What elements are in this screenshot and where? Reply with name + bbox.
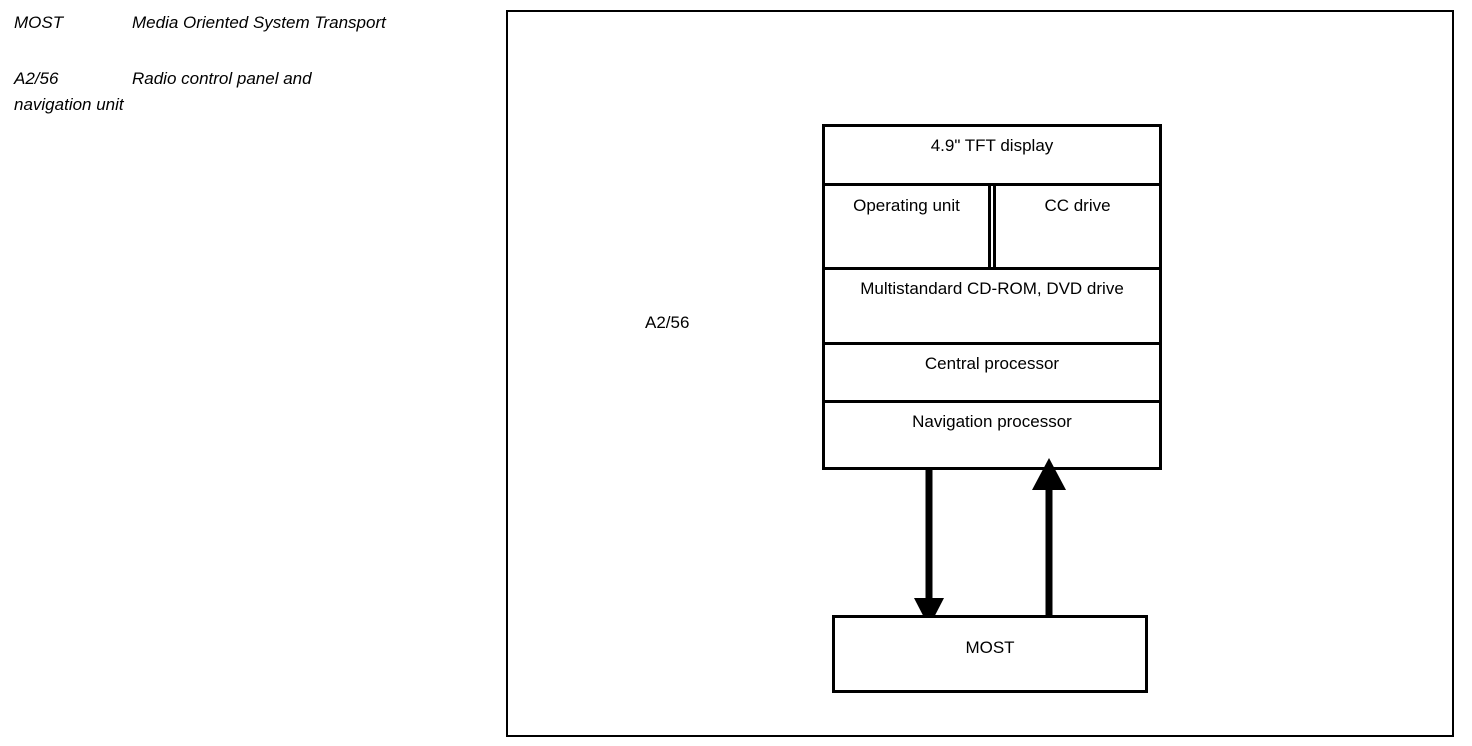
legend-item-a256: A2/56 Radio control panel and navigation… [14,66,484,118]
unit-label-a256: A2/56 [645,313,690,332]
legend-key-a256: A2/56 [14,69,59,88]
legend: MOST Media Oriented System Transport A2/… [14,10,484,148]
unit-stack: 4.9" TFT display Operating unit CC drive… [822,124,1162,470]
stack-cell-cc-drive: CC drive [993,186,1159,267]
stack-cell-operating-unit: Operating unit [825,186,991,267]
stack-row-central-processor: Central processor [825,345,1159,403]
stack-row-navigation-processor: Navigation processor [912,412,1072,431]
stack-row-tft-display: 4.9" TFT display [825,127,1159,186]
legend-description-a256: Radio control panel and navigation unit [14,69,312,114]
legend-description-most: Media Oriented System Transport [132,13,386,32]
arrow-down-icon [914,470,944,627]
legend-key-most: MOST [14,13,64,32]
stack-row-cdrom-dvd-drive: Multistandard CD-ROM, DVD drive [825,270,1159,345]
diagram-frame: A2/56 4.9" TFT display Operating unit CC… [506,10,1454,737]
stack-row-split: Operating unit CC drive [825,186,1159,270]
arrow-up-icon [1032,458,1066,627]
most-bus-box: MOST [832,615,1148,693]
legend-item-most: MOST Media Oriented System Transport [14,10,484,36]
